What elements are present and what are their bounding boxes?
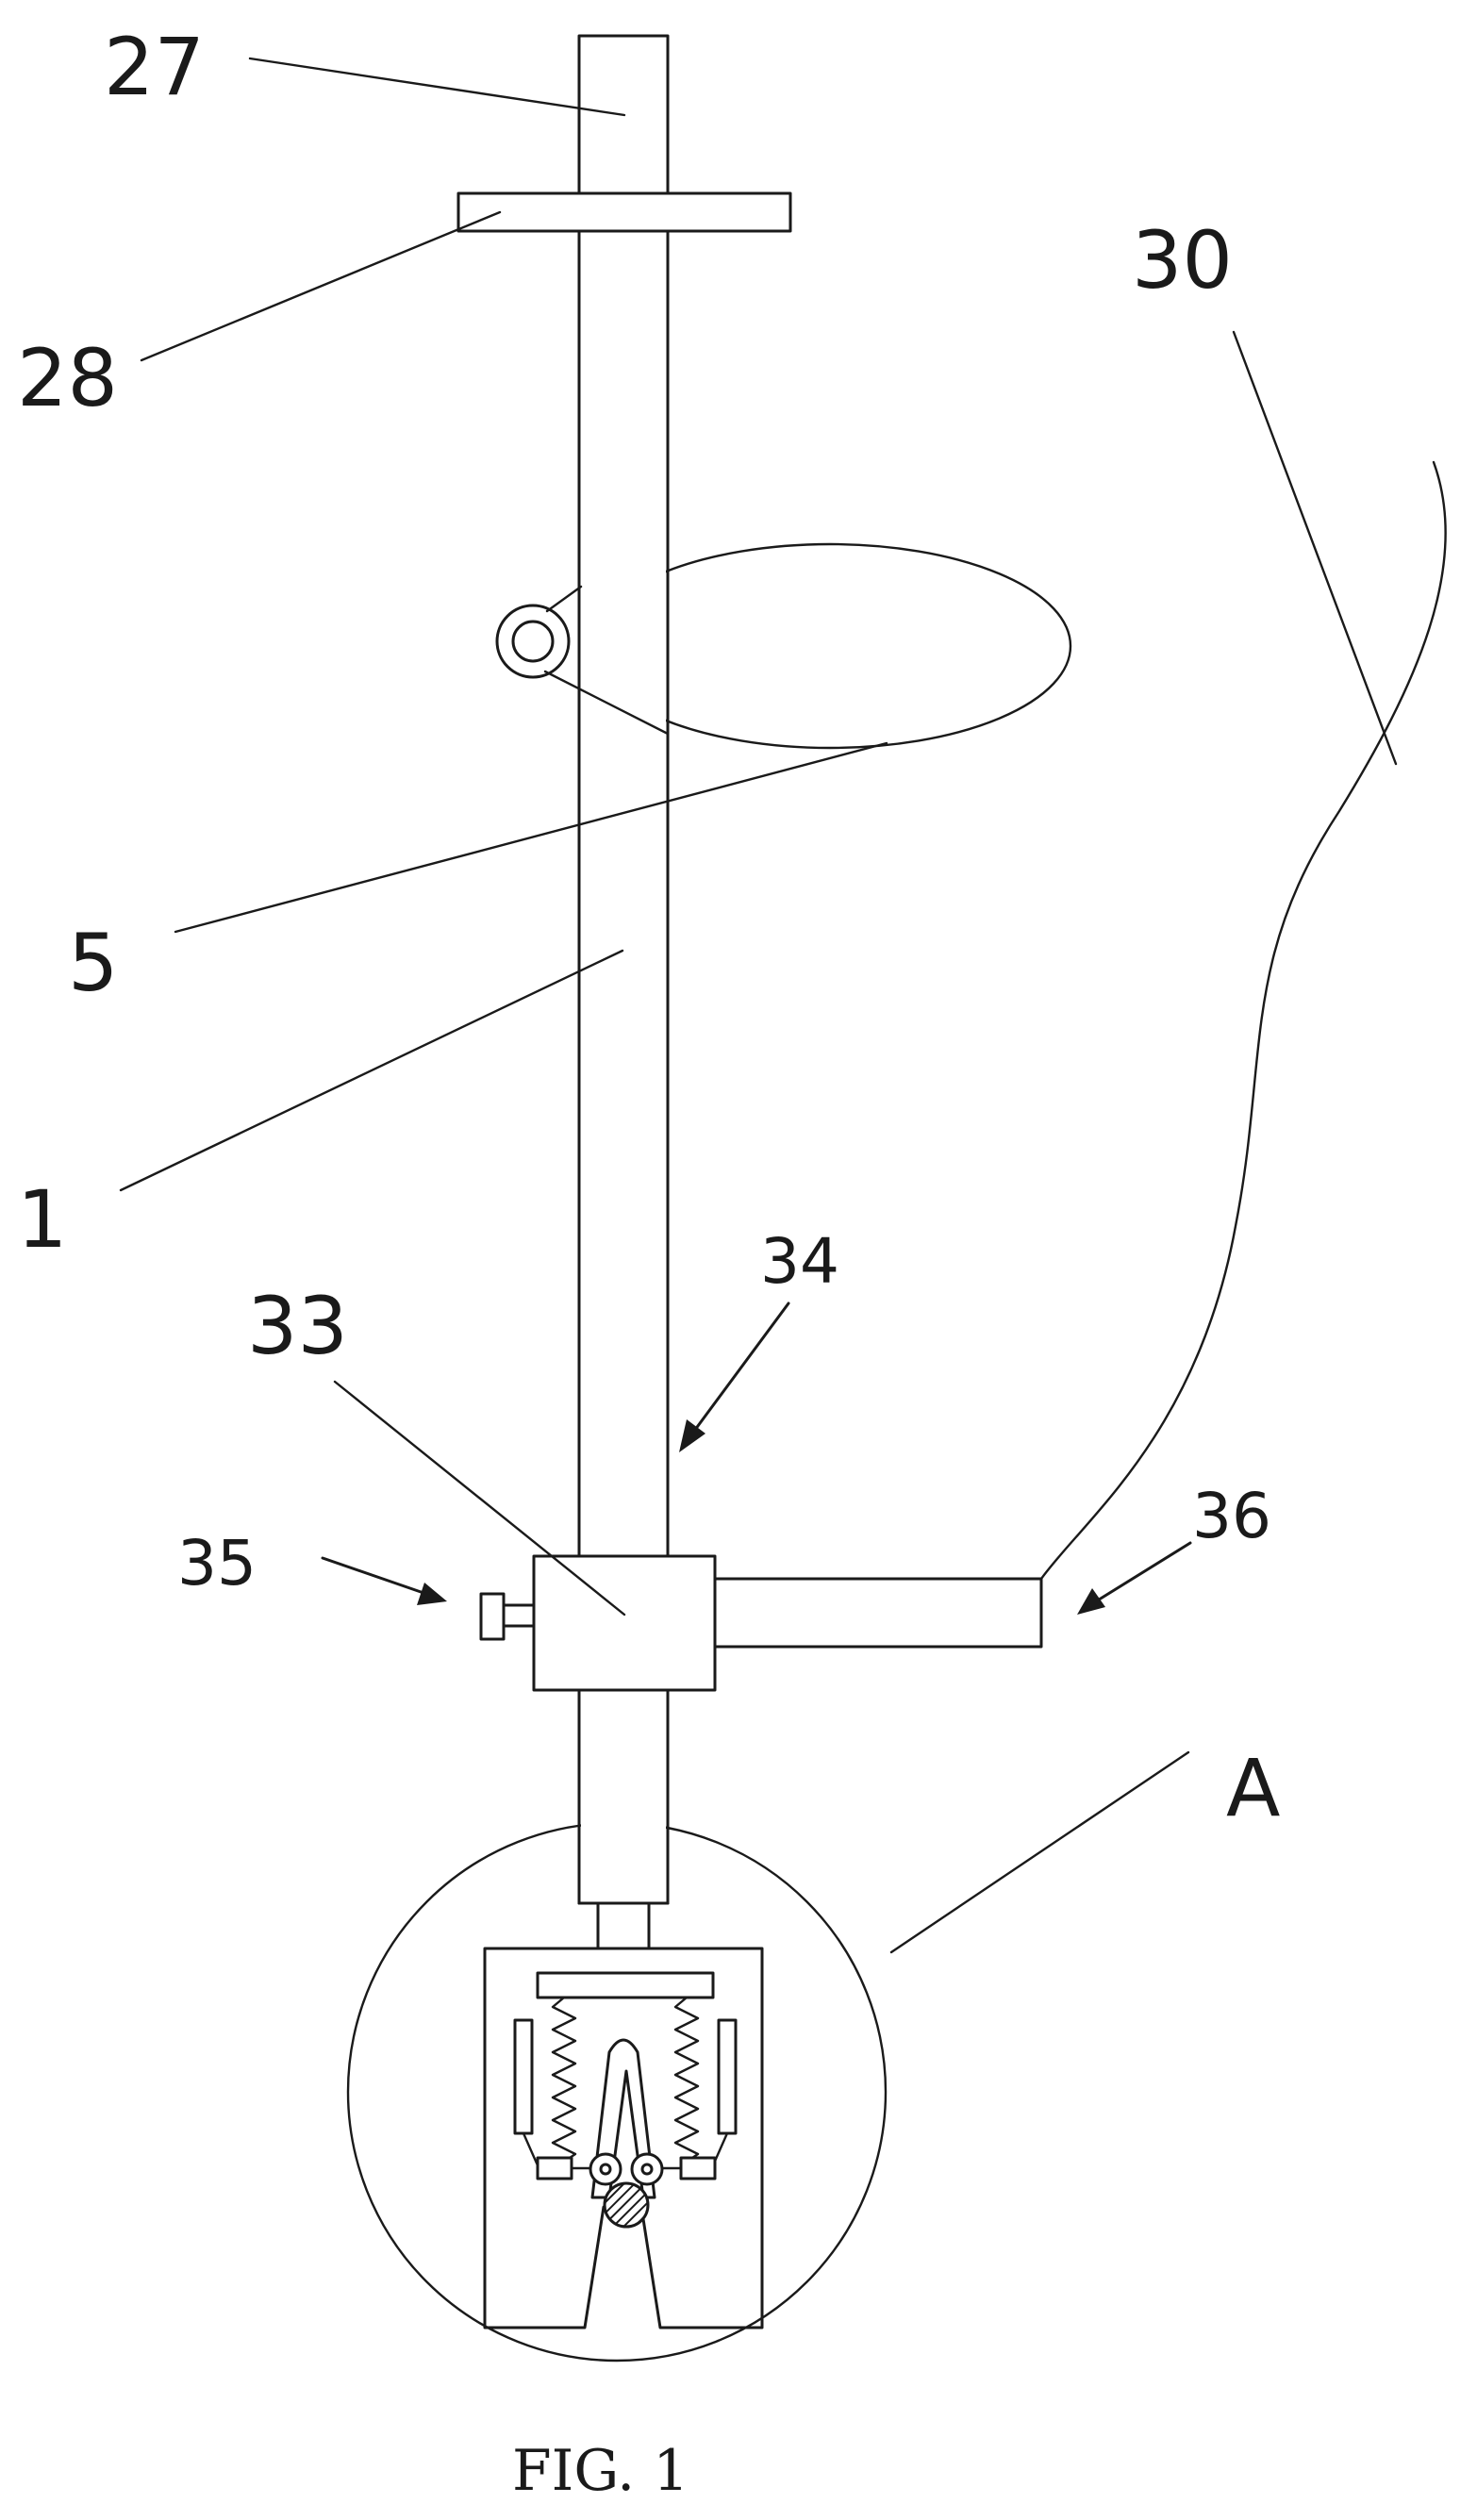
arrow-36-head bbox=[1077, 1588, 1105, 1615]
gripper-top-plate bbox=[538, 1973, 713, 1998]
leader-28 bbox=[141, 212, 500, 360]
roller-left bbox=[590, 2154, 621, 2184]
leader-27 bbox=[250, 58, 624, 115]
leader-30 bbox=[1234, 332, 1396, 764]
link-left bbox=[523, 2133, 538, 2165]
rod-cover bbox=[581, 528, 666, 764]
label-A: A bbox=[1226, 1742, 1280, 1834]
guide-right bbox=[719, 2020, 736, 2133]
ring-inner bbox=[513, 622, 553, 661]
arrow-35-head bbox=[417, 1583, 447, 1605]
spring-left bbox=[553, 1998, 575, 2162]
label-5: 5 bbox=[68, 917, 118, 1009]
arrow-36-shaft bbox=[1096, 1543, 1190, 1601]
leader-33 bbox=[335, 1382, 624, 1615]
figure-caption: FIG. 1 bbox=[512, 2438, 689, 2504]
label-27: 27 bbox=[104, 21, 205, 113]
leader-A bbox=[891, 1752, 1188, 1952]
arm-36 bbox=[715, 1579, 1041, 1647]
clamp-block-33 bbox=[534, 1556, 715, 1690]
block-right bbox=[681, 2158, 715, 2179]
screw-head-35 bbox=[481, 1594, 504, 1639]
ring-outer bbox=[497, 605, 569, 677]
arrow-35-shaft bbox=[323, 1558, 426, 1594]
rod-bottom-cover bbox=[581, 1792, 666, 1902]
block-left bbox=[538, 2158, 572, 2179]
label-1: 1 bbox=[17, 1173, 67, 1266]
label-35: 35 bbox=[177, 1527, 257, 1600]
crossbar-28 bbox=[458, 193, 790, 231]
label-33: 33 bbox=[247, 1280, 348, 1372]
label-36: 36 bbox=[1192, 1480, 1271, 1552]
guide-left bbox=[515, 2020, 532, 2133]
label-28: 28 bbox=[17, 332, 118, 424]
label-34: 34 bbox=[760, 1225, 839, 1298]
leader-1 bbox=[121, 951, 622, 1190]
arrow-34-shaft bbox=[692, 1303, 788, 1434]
arrow-34-head bbox=[679, 1419, 705, 1452]
cable-30 bbox=[1041, 462, 1446, 1579]
leader-5 bbox=[175, 743, 887, 932]
screw-shaft-35 bbox=[502, 1605, 534, 1626]
spring-right bbox=[675, 1998, 698, 2162]
connector-stub bbox=[598, 1903, 649, 1948]
gripped-object bbox=[605, 2183, 648, 2227]
ring-tie bbox=[547, 587, 581, 611]
label-30: 30 bbox=[1132, 214, 1233, 307]
roller-right bbox=[632, 2154, 662, 2184]
